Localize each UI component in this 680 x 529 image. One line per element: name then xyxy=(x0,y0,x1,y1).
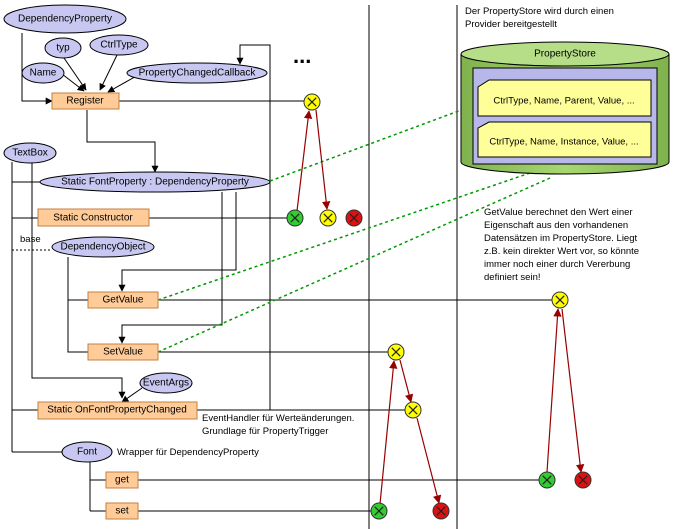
typ-node: typ xyxy=(44,37,82,59)
property-changed-callback-node: PropertyChangedCallback xyxy=(126,62,268,84)
svg-text:DependencyObject: DependencyObject xyxy=(60,242,145,253)
svg-text:Static Constructor: Static Constructor xyxy=(53,213,133,224)
svg-text:TextBox: TextBox xyxy=(12,148,48,159)
getvalue-note-line: GetValue berechnet den Wert einer xyxy=(484,207,633,218)
setvalue-box: SetValue xyxy=(87,343,159,361)
property-record-2 xyxy=(477,121,652,158)
svg-text:CtrlType: CtrlType xyxy=(100,40,138,51)
svg-text:typ: typ xyxy=(56,43,70,54)
name-node: Name xyxy=(21,62,65,84)
flow-arrows xyxy=(296,109,585,505)
svg-text:Name: Name xyxy=(30,68,57,79)
getvalue-box: GetValue xyxy=(87,291,159,309)
eventargs-node: EventArgs xyxy=(139,372,193,394)
svg-text:Static FontProperty : Dependen: Static FontProperty : DependencyProperty xyxy=(61,177,249,188)
getvalue-note: GetValue berechnet den Wert einer Eigens… xyxy=(484,207,639,283)
property-record-1-text: CtrlType, Name, Parent, Value, ... xyxy=(493,96,634,107)
getvalue-note-line: immer noch einer durch Vererbung xyxy=(484,259,630,270)
property-record-1 xyxy=(477,79,652,117)
svg-text:DependencyProperty: DependencyProperty xyxy=(18,14,112,25)
static-fontproperty-node: Static FontProperty : DependencyProperty xyxy=(39,171,271,193)
dependency-object-node: DependencyObject xyxy=(51,236,155,258)
getvalue-note-line: z.B. kein direkter Wert vor, so könnte xyxy=(484,246,639,257)
svg-text:SetValue: SetValue xyxy=(103,347,143,358)
register-marker xyxy=(303,93,321,111)
set-red-marker xyxy=(432,502,450,520)
eventhandler-note-1: EventHandler für Werteänderungen. xyxy=(202,413,354,424)
property-store: PropertyStore CtrlType, Name, Parent, Va… xyxy=(460,41,670,175)
ctrltype-node: CtrlType xyxy=(89,34,149,56)
getvalue-note-line: definiert sein! xyxy=(484,272,541,283)
svg-text:Static OnFontPropertyChanged: Static OnFontPropertyChanged xyxy=(47,405,187,416)
font-node: Font xyxy=(61,441,113,463)
base-label: base xyxy=(20,234,41,245)
onchanged-marker xyxy=(404,401,422,419)
svg-text:get: get xyxy=(115,475,129,486)
register-box: Register xyxy=(51,92,120,110)
property-store-note-1: Der PropertyStore wird durch einen xyxy=(465,6,614,17)
constructor-red-marker xyxy=(345,209,363,227)
dashed-data-links xyxy=(157,105,569,353)
dependency-property-node: DependencyProperty xyxy=(3,4,127,34)
svg-text:Register: Register xyxy=(66,96,104,107)
svg-text:PropertyChangedCallback: PropertyChangedCallback xyxy=(139,68,257,79)
static-onfontpropertychanged-box: Static OnFontPropertyChanged xyxy=(37,401,198,420)
connector-lines xyxy=(11,33,554,512)
getvalue-marker xyxy=(551,291,569,309)
get-red-marker xyxy=(574,471,592,489)
svg-text:EventArgs: EventArgs xyxy=(143,378,189,389)
textbox-node: TextBox xyxy=(3,142,57,164)
getvalue-note-line: Eigenschaft aus den vorhandenen xyxy=(484,220,628,231)
set-green-marker xyxy=(370,502,388,520)
svg-text:set: set xyxy=(115,506,129,517)
setvalue-marker xyxy=(387,343,405,361)
get-box: get xyxy=(105,471,139,489)
svg-text:GetValue: GetValue xyxy=(103,295,144,306)
constructor-yellow-marker xyxy=(319,209,337,227)
static-constructor-box: Static Constructor xyxy=(37,208,150,227)
state-markers xyxy=(286,93,592,520)
ellipsis-label: ... xyxy=(293,43,311,68)
svg-text:Font: Font xyxy=(77,447,97,458)
get-green-marker xyxy=(538,471,556,489)
eventhandler-note-2: Grundlage für PropertyTrigger xyxy=(202,426,328,437)
property-record-2-text: CtrlType, Name, Instance, Value, ... xyxy=(489,137,638,148)
font-wrapper-note: Wrapper für DependencyProperty xyxy=(117,447,259,458)
set-box: set xyxy=(105,502,139,520)
property-store-note-2: Provider bereitgestellt xyxy=(465,19,557,30)
getvalue-note-line: Datensätzen im PropertyStore. Liegt xyxy=(484,233,637,244)
property-store-title: PropertyStore xyxy=(534,49,596,60)
constructor-green-marker xyxy=(286,209,304,227)
